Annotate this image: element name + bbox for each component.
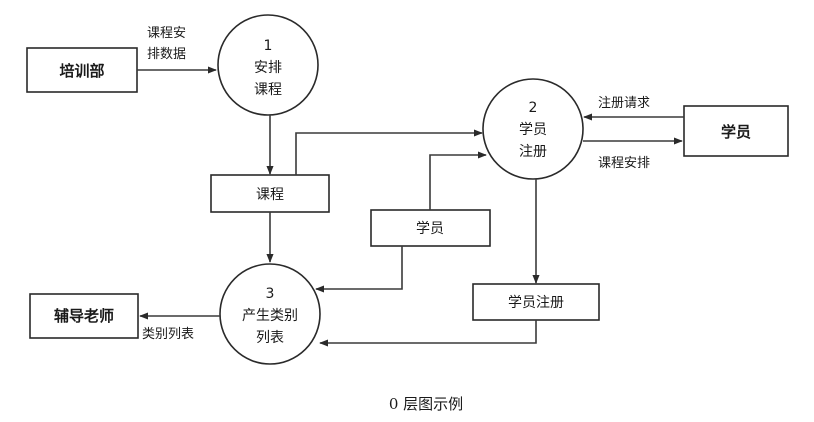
flow-registration-to-p3-arrow	[319, 320, 537, 347]
flow-student-store-to-p3-arrow	[315, 246, 403, 293]
process-2-student-registration: 2 学员 注册	[482, 78, 584, 180]
process-2-label-line1: 学员	[519, 122, 547, 138]
process-1-schedule-courses: 1 安排 课程	[217, 14, 319, 116]
flow-schedule-data-label-line2: 排数据	[147, 47, 186, 62]
store-registration: 学员注册	[472, 283, 600, 321]
entity-training-dept-label: 培训部	[59, 62, 104, 80]
figure-caption: 0 层图示例	[389, 395, 463, 413]
flow-schedule-data-label-line1: 课程安	[147, 26, 186, 41]
flow-reg-request-label: 注册请求	[598, 96, 650, 111]
process-3-label-line1: 产生类别	[242, 308, 298, 324]
entity-student: 学员	[683, 105, 789, 157]
process-1-number: 1	[264, 38, 273, 54]
process-2-label-line2: 注册	[519, 144, 547, 160]
flow-student-store-to-p2-arrow	[429, 151, 487, 210]
process-2-number: 2	[529, 100, 538, 116]
store-registration-label: 学员注册	[508, 295, 564, 311]
process-3-label-line2: 列表	[256, 330, 284, 346]
store-student: 学员	[370, 209, 491, 247]
process-1-label-line2: 课程	[254, 82, 282, 98]
entity-student-label: 学员	[721, 123, 751, 141]
flow-category-list-label: 类别列表	[142, 327, 194, 342]
entity-tutor-label: 辅导老师	[54, 307, 114, 325]
process-3-generate-category-list: 3 产生类别 列表	[219, 263, 321, 365]
process-3-number: 3	[266, 286, 275, 302]
process-1-label-line1: 安排	[254, 60, 282, 76]
entity-tutor: 辅导老师	[29, 293, 139, 339]
flow-course-to-p2-arrow	[295, 129, 483, 175]
store-student-label: 学员	[416, 221, 444, 237]
entity-training-dept: 培训部	[26, 47, 138, 93]
store-course-label: 课程	[256, 187, 284, 203]
flow-course-schedule-label: 课程安排	[598, 156, 650, 171]
store-course: 课程	[210, 174, 330, 213]
